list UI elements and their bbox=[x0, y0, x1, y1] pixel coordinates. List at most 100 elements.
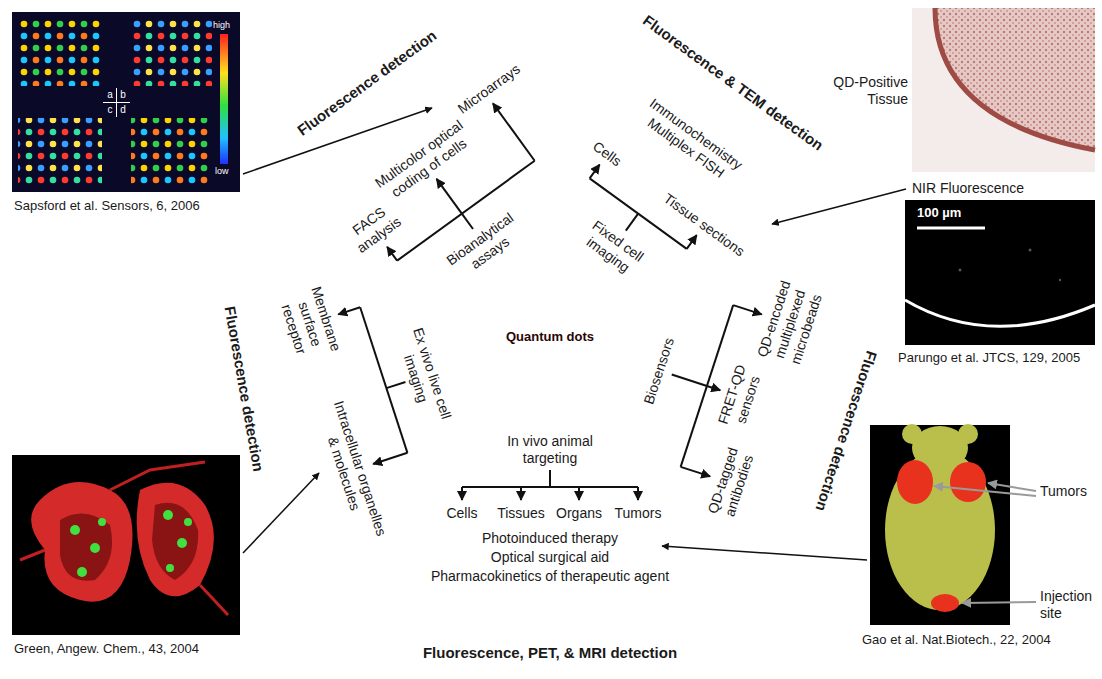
tissue-border bbox=[935, 8, 1095, 150]
sector-text: QD-tagged antibodies bbox=[702, 438, 760, 529]
sector-text: Intracellular organelles & molecules bbox=[314, 396, 391, 545]
application-sector: Fluorescence detectionEx vivo live cell … bbox=[256, 248, 502, 571]
leader-arrow bbox=[243, 473, 319, 553]
injection-signal bbox=[931, 594, 959, 612]
scale-label: 100 µm bbox=[917, 205, 961, 221]
pentagon-outline bbox=[474, 270, 626, 415]
cell-process bbox=[20, 550, 45, 560]
leader-arrow bbox=[988, 483, 1036, 491]
bracket-arrow bbox=[637, 487, 639, 500]
sector-text: In vivo animal targeting bbox=[490, 433, 610, 467]
cell-body bbox=[31, 482, 132, 602]
sector-fill bbox=[599, 249, 843, 569]
bracket-arrow bbox=[437, 179, 462, 214]
leader-arrow bbox=[962, 602, 1036, 603]
bracket-stem bbox=[386, 382, 405, 388]
qd-spot bbox=[70, 525, 80, 535]
quadrant-cross bbox=[116, 88, 117, 117]
tissue-region bbox=[935, 8, 1095, 150]
application-sector: Fluorescence, PET, & MRI detectionIn viv… bbox=[380, 401, 720, 629]
sector-heading: Fluorescence detection bbox=[220, 302, 268, 476]
bracket-arrow bbox=[387, 247, 397, 261]
quadrant-letter: d bbox=[120, 104, 126, 116]
sector-text: Microarrays bbox=[454, 61, 523, 118]
qd-spot bbox=[98, 518, 106, 526]
quadrant-letter: b bbox=[120, 89, 126, 101]
bracket-arrow bbox=[493, 103, 535, 160]
bracket-arrow bbox=[520, 487, 522, 500]
sector-fill bbox=[382, 402, 718, 628]
sector-text: Ex vivo live cell imaging bbox=[391, 318, 457, 433]
microarray-image bbox=[12, 12, 240, 192]
cell-interior bbox=[60, 514, 112, 581]
leader-arrow bbox=[934, 486, 1036, 496]
bracket-arrow bbox=[461, 487, 463, 500]
image-label: Tumors bbox=[1040, 483, 1087, 500]
sector-text: Biosensors bbox=[641, 335, 678, 406]
bracket-arrow bbox=[707, 386, 720, 390]
quadrant-letter: c bbox=[108, 104, 113, 116]
bracket-stem bbox=[672, 375, 707, 386]
scale-label: high bbox=[213, 20, 230, 31]
sector-text: Bioanalytical assays bbox=[435, 203, 536, 289]
core-label: Quantum dots bbox=[506, 329, 594, 345]
sector-text: Tumors bbox=[615, 505, 662, 522]
leader-arrow bbox=[662, 546, 867, 560]
sector-text: FACS analysis bbox=[335, 194, 411, 262]
nir-image bbox=[905, 200, 1095, 345]
mouse-body bbox=[885, 450, 995, 610]
array-spots bbox=[131, 18, 212, 86]
qd-spot bbox=[90, 543, 100, 553]
cell-process bbox=[200, 585, 228, 615]
array-spots bbox=[18, 18, 102, 86]
qd-spot bbox=[77, 567, 87, 577]
image-label: Injection site bbox=[1040, 588, 1100, 622]
bracket-arrow bbox=[681, 467, 710, 477]
application-sector: Fluorescence & TEM detectionImmunochemis… bbox=[550, 41, 829, 310]
nir-speck bbox=[1059, 279, 1061, 281]
sector-text: Pharmacokinetics of therapeutic agent bbox=[431, 568, 669, 585]
bracket-stem bbox=[549, 470, 551, 487]
sector-text: Cells bbox=[590, 138, 625, 170]
bracket-arrow bbox=[687, 235, 697, 249]
citation: Green, Angew. Chem., 43, 2004 bbox=[14, 641, 199, 657]
sector-text: Optical surgical aid bbox=[491, 549, 609, 566]
scale-label: low bbox=[215, 166, 229, 177]
nir-speck bbox=[1029, 249, 1032, 252]
bracket-stem bbox=[626, 214, 638, 231]
sector-heading: Fluorescence, PET, & MRI detection bbox=[420, 644, 680, 662]
sector-fill bbox=[551, 42, 827, 308]
qd-spot bbox=[166, 564, 174, 572]
bracket-arrow bbox=[578, 487, 580, 500]
cell-body bbox=[137, 483, 214, 597]
sector-text: Tissue sections bbox=[661, 190, 749, 260]
sector-text: Immunochemistry Multiplex FISH bbox=[631, 91, 752, 192]
sector-text: FRET-QD sensors bbox=[713, 358, 767, 435]
tissue-texture bbox=[935, 8, 1095, 150]
quantum-dot-sphere bbox=[492, 279, 608, 395]
bracket-arrow bbox=[590, 165, 600, 179]
image-label: QD-Positive Tissue bbox=[828, 74, 908, 108]
image-label: NIR Fluorescence bbox=[912, 180, 1024, 197]
application-sector: Fluorescence detectionMicroarraysMultico… bbox=[271, 41, 550, 310]
mouse-image bbox=[870, 425, 1010, 625]
sector-text: Fixed cell imaging bbox=[571, 211, 655, 285]
sector-shape bbox=[550, 41, 829, 310]
citation: Sapsford et al. Sensors, 6, 2006 bbox=[14, 198, 200, 214]
qd-spot bbox=[177, 538, 187, 548]
nir-signal bbox=[905, 300, 1095, 326]
sector-text: Cells bbox=[446, 505, 477, 522]
bracket-bar bbox=[462, 486, 638, 488]
scale-bar bbox=[917, 227, 985, 230]
sector-text: Tissues bbox=[497, 505, 545, 522]
citation: Parungo et al. JTCS, 129, 2005 bbox=[898, 350, 1080, 366]
color-scale bbox=[220, 34, 228, 164]
sector-text: QD-encoded multiplexed microbeads bbox=[752, 273, 828, 374]
tumor-signal bbox=[897, 460, 933, 504]
citation: Gao et al. Nat.Biotech., 22, 2004 bbox=[862, 632, 1051, 648]
quadrant-letter: a bbox=[107, 89, 113, 101]
sector-text: Membrane surface receptor bbox=[275, 283, 345, 365]
application-sector: Fluorescence detectionBiosensorsFRET-QD … bbox=[598, 248, 844, 571]
cell-interior bbox=[152, 503, 198, 580]
tumor-signal bbox=[950, 462, 986, 502]
